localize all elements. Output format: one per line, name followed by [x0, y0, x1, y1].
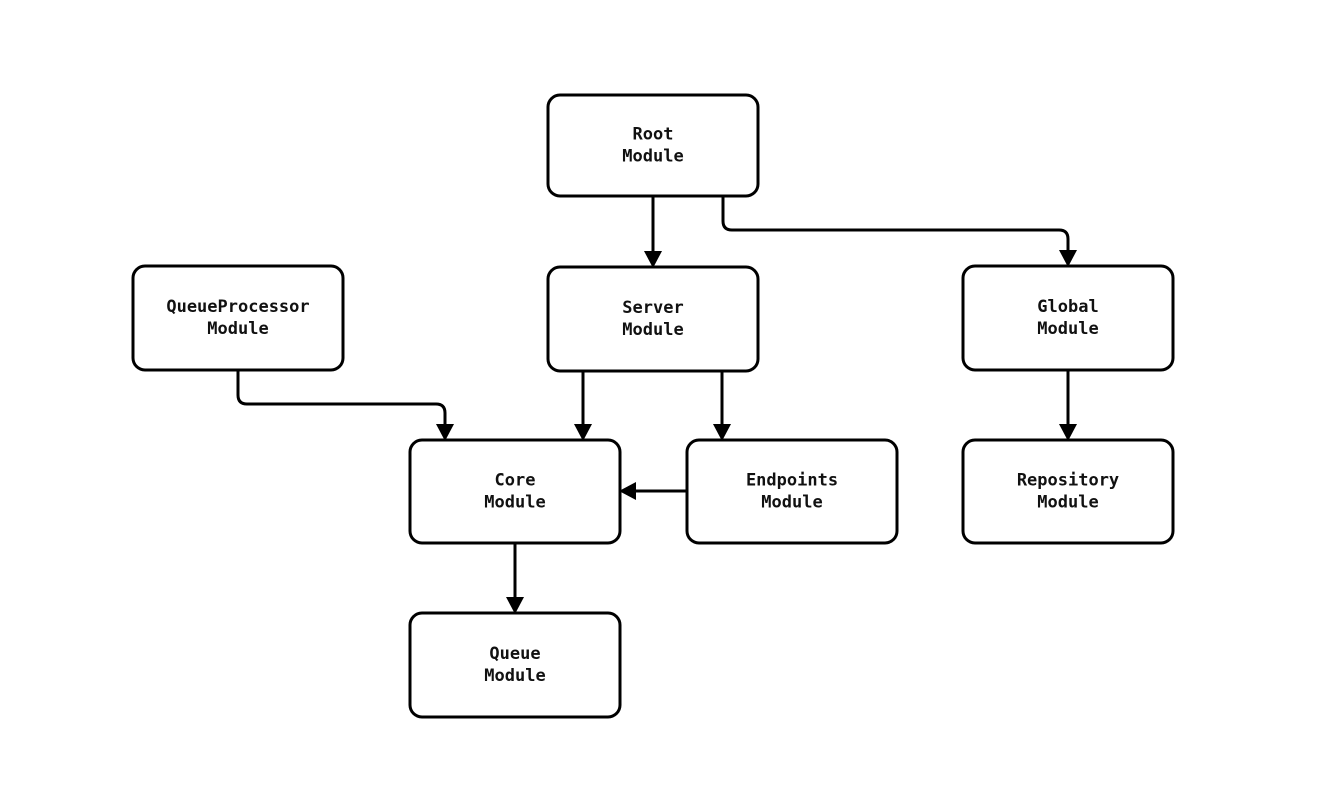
node-box-queueprocessor[interactable] — [131, 264, 345, 372]
arrowhead-icon — [713, 424, 731, 441]
arrowhead-icon — [644, 251, 662, 268]
edge-server-to-endpoints — [713, 371, 731, 441]
edge-root-to-server — [644, 196, 662, 268]
arrowhead-icon — [1059, 424, 1077, 441]
node-label-global-line1: Global — [1037, 297, 1098, 317]
edge-global-to-repository — [1059, 370, 1077, 441]
arrowhead-icon — [1059, 250, 1077, 267]
node-box-queue[interactable] — [408, 611, 622, 719]
node-label-repository-line1: Repository — [1017, 471, 1119, 491]
node-box-core[interactable] — [408, 438, 622, 545]
node-box-endpoints[interactable] — [685, 438, 899, 545]
edge-queueprocessor-to-core — [236, 370, 454, 441]
arrowhead-icon — [574, 424, 592, 441]
node-box-repository[interactable] — [961, 438, 1175, 545]
node-label-global-line2: Module — [1037, 319, 1098, 339]
edge-endpoints-to-core — [619, 482, 687, 500]
node-label-root-line2: Module — [622, 147, 683, 167]
edge-server-to-core — [574, 371, 592, 441]
node-label-queue-line1: Queue — [489, 644, 540, 664]
node-label-endpoints-line2: Module — [761, 493, 822, 513]
nodes-layer: RootModuleQueueProcessorModuleServerModu… — [131, 93, 1175, 719]
arrowhead-icon — [436, 424, 454, 441]
edge-core-to-queue — [506, 543, 524, 614]
arrowhead-icon — [619, 482, 636, 500]
node-label-core-line2: Module — [484, 493, 545, 513]
node-label-root-line1: Root — [633, 125, 674, 145]
node-label-server-line1: Server — [622, 298, 683, 318]
node-label-queueprocessor-line2: Module — [207, 319, 268, 339]
node-label-endpoints-line1: Endpoints — [746, 471, 838, 491]
node-label-server-line2: Module — [622, 320, 683, 340]
edges-layer — [236, 196, 1077, 614]
node-box-root[interactable] — [546, 93, 760, 198]
node-box-global[interactable] — [961, 264, 1175, 372]
arrowhead-icon — [506, 597, 524, 614]
node-label-repository-line2: Module — [1037, 493, 1098, 513]
node-label-queue-line2: Module — [484, 666, 545, 686]
edge-root-to-global — [721, 196, 1077, 267]
node-label-queueprocessor-line1: QueueProcessor — [166, 297, 309, 317]
node-box-server[interactable] — [546, 265, 760, 373]
node-label-core-line1: Core — [495, 471, 536, 491]
